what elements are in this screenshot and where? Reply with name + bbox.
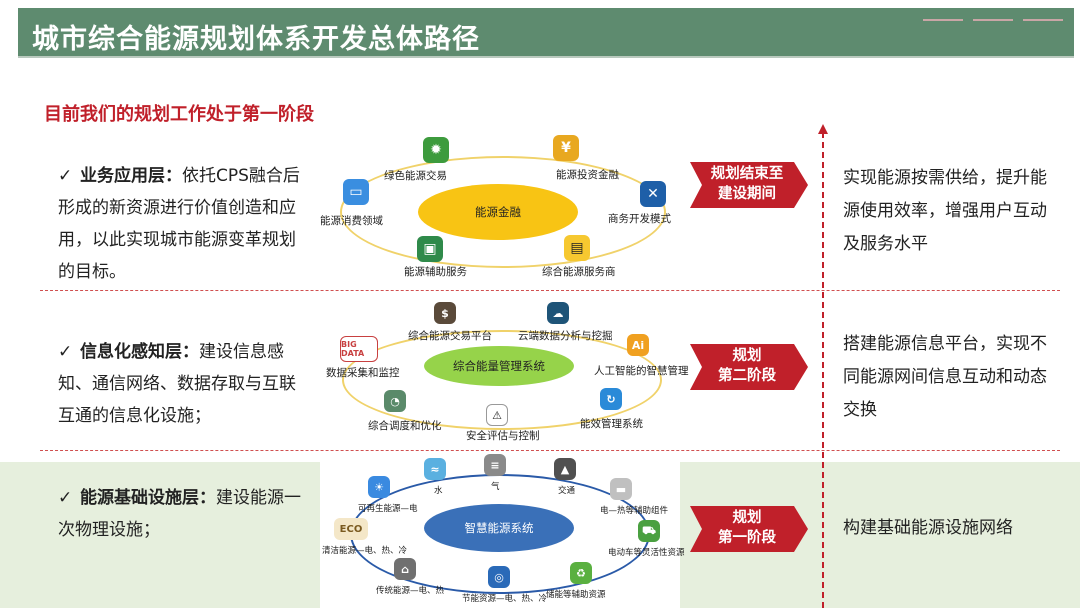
diagram-node: 能源投资金融 — [556, 169, 619, 181]
ev-car-icon: ⛟ — [638, 520, 660, 542]
stage-arrow-construction: 规划结束至建设期间 — [690, 162, 808, 208]
layer-infrastructure: ✓ 能源基础设施层：建设能源一次物理设施； — [58, 482, 308, 546]
yen-coin-icon: ¥ — [553, 135, 579, 161]
warning-icon: ⚠ — [486, 404, 508, 426]
title-decoration — [973, 19, 1013, 21]
factory-icon: ⌂ — [394, 558, 416, 580]
card-icon: ▭ — [343, 179, 369, 205]
diagram-node: 能源辅助服务 — [404, 266, 467, 278]
tools-icon: ✕ — [640, 181, 666, 207]
diagram-smart-energy: 智慧能源系统 ≈ 水 ≡ 气 ▲ 交通 ☀ 可再生能源—电 ▬ 电—热等辅助组件… — [320, 452, 685, 608]
diagram-node: 气 — [491, 482, 500, 492]
stage-label: 规划 — [732, 348, 762, 364]
check-icon: ✓ — [58, 166, 73, 186]
diagram-node: 综合能源服务商 — [542, 266, 616, 278]
recycle-icon: ♻ — [570, 562, 592, 584]
diagram-ring — [340, 156, 666, 268]
sun-icon: ✹ — [423, 137, 449, 163]
diagram-node: 储能等辅助资源 — [546, 590, 606, 600]
diagram-center: 综合能量管理系统 — [424, 346, 574, 386]
save-icon: ▤ — [564, 235, 590, 261]
diagram-node: 可再生能源—电 — [358, 504, 418, 514]
water-icon: ≈ — [424, 458, 446, 480]
result-first: 构建基础能源设施网络 — [843, 518, 1013, 538]
title-decoration — [923, 19, 963, 21]
diagram-node: 传统能源—电、热 — [376, 586, 445, 596]
diagram-node: 商务开发模式 — [608, 213, 671, 225]
heat-pump-icon: ▬ — [610, 478, 632, 500]
separator-line — [40, 450, 1060, 451]
check-icon: ✓ — [58, 342, 73, 362]
diagram-energy-management: 综合能量管理系统 $ 综合能源交易平台 ☁ 云端数据分析与挖掘 BIG DATA… — [318, 298, 689, 446]
layer-information: ✓ 信息化感知层：建设信息感知、通信网络、数据存取与互联互通的信息化设施； — [58, 336, 308, 432]
layer-desc: 建设能源一次物理设施； — [58, 488, 301, 540]
diagram-node: 水 — [434, 486, 443, 496]
stage-arrow-second: 规划第二阶段 — [690, 344, 808, 390]
check-icon: ✓ — [58, 488, 73, 508]
stage-label: 建设期间 — [718, 186, 776, 202]
coin-exchange-icon: $ — [434, 302, 456, 324]
dispatch-icon: ◔ — [384, 390, 406, 412]
diagram-node: 电动车等灵活性资源 — [608, 548, 685, 558]
layer-desc: 建设信息感知、通信网络、数据存取与互联互通的信息化设施； — [58, 342, 296, 426]
battery-icon: ▣ — [417, 236, 443, 262]
subtitle: 目前我们的规划工作处于第一阶段 — [44, 104, 314, 125]
diagram-ring — [342, 330, 662, 430]
renewable-icon: ☀ — [368, 476, 390, 498]
road-icon: ▲ — [554, 458, 576, 480]
layer-name: 能源基础设施层： — [80, 488, 216, 508]
energy-saving-icon: ◎ — [488, 566, 510, 588]
stage-arrow-first: 规划第一阶段 — [690, 506, 808, 552]
cloud-upload-icon: ☁ — [547, 302, 569, 324]
layer-business: ✓ 业务应用层：依托CPS融合后形成的新资源进行价值创造和应用，以此实现城市能源变… — [58, 160, 308, 288]
stage-label: 第二阶段 — [718, 368, 776, 384]
stage-label: 规划结束至 — [710, 166, 784, 182]
separator-line — [40, 290, 1060, 291]
diagram-node: 数据采集和监控 — [326, 367, 400, 379]
eco-icon: ECO — [334, 518, 368, 540]
result-second: 搭建能源信息平台，实现不同能源网间信息互动和动态交换 — [843, 334, 1047, 420]
diagram-node: 清洁能源—电、热、冷 — [322, 546, 408, 556]
ai-icon: Ai — [627, 334, 649, 356]
diagram-node: 电—热等辅助组件 — [600, 506, 669, 516]
progress-axis — [822, 132, 824, 608]
efficiency-icon: ↻ — [600, 388, 622, 410]
diagram-energy-finance: 能源金融 ✹ 绿色能源交易 ¥ 能源投资金融 ▭ 能源消费领域 ✕ 商务开发模式… — [318, 132, 686, 282]
diagram-node: 综合能源交易平台 — [408, 330, 492, 342]
gas-pipe-icon: ≡ — [484, 454, 506, 476]
diagram-node: 节能资源—电、热、冷 — [462, 594, 548, 604]
diagram-node: 安全评估与控制 — [466, 430, 540, 442]
page-title: 城市综合能源规划体系开发总体路径 — [32, 24, 480, 55]
title-decoration — [1023, 19, 1063, 21]
diagram-node: 综合调度和优化 — [368, 420, 442, 432]
stage-label: 规划 — [732, 510, 762, 526]
layer-desc: 依托CPS融合后形成的新资源进行价值创造和应用，以此实现城市能源变革规划的目标。 — [58, 166, 300, 282]
layer-name: 业务应用层： — [80, 166, 182, 186]
diagram-center: 能源金融 — [418, 184, 578, 240]
diagram-node: 绿色能源交易 — [384, 170, 447, 182]
progress-arrow-head — [818, 124, 828, 134]
diagram-node: 云端数据分析与挖掘 — [518, 330, 613, 342]
diagram-center: 智慧能源系统 — [424, 504, 574, 552]
diagram-node: 能源消费领域 — [320, 215, 383, 227]
diagram-node: 人工智能的智慧管理 — [594, 365, 689, 377]
title-bar: 城市综合能源规划体系开发总体路径 — [18, 8, 1074, 58]
layer-name: 信息化感知层： — [80, 342, 199, 362]
diagram-node: 交通 — [558, 486, 576, 496]
big-data-icon: BIG DATA — [340, 336, 378, 362]
diagram-node: 能效管理系统 — [580, 418, 643, 430]
result-construction: 实现能源按需供给，提升能源使用效率，增强用户互动及服务水平 — [843, 168, 1047, 254]
stage-label: 第一阶段 — [718, 530, 776, 546]
